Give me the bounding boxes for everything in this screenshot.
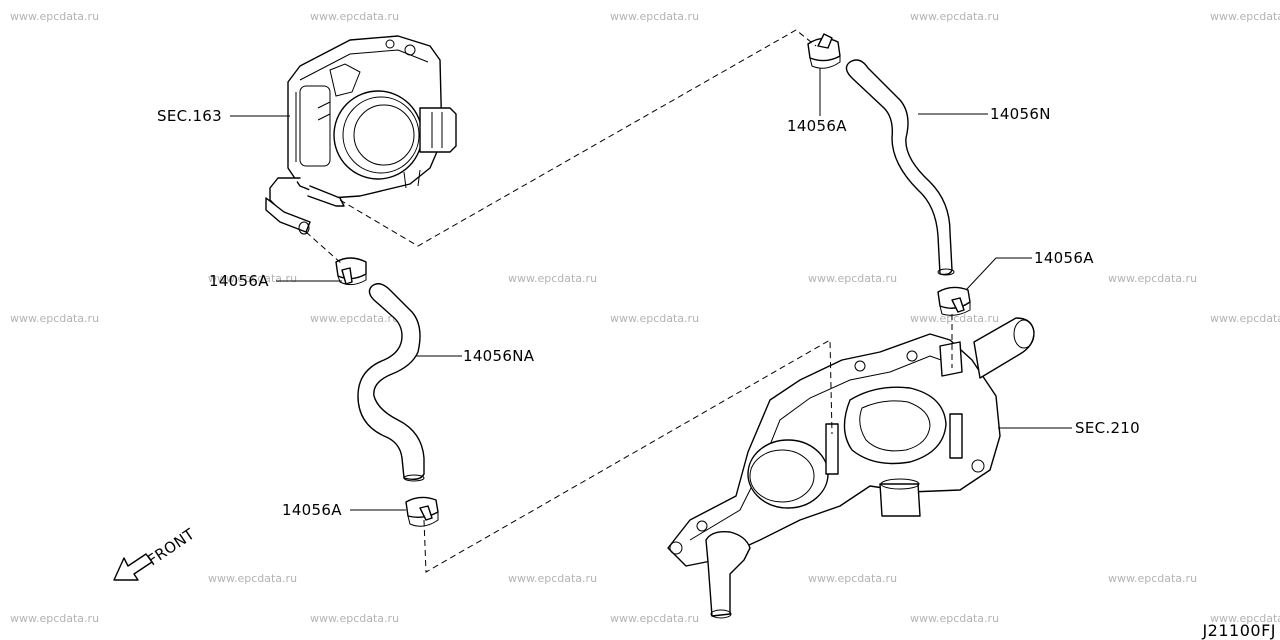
watermark-text: www.epcdata.ru [10, 612, 99, 625]
sec163-label: SEC.163 [157, 107, 222, 125]
watermark-text: www.epcdata.ru [610, 10, 699, 23]
throttle-body[interactable] [265, 35, 457, 235]
watermark-text: www.epcdata.ru [508, 272, 597, 285]
watermark-text: www.epcdata.ru [10, 10, 99, 23]
watermark-text: www.epcdata.ru [208, 272, 297, 285]
watermark-text: www.epcdata.ru [1210, 612, 1280, 625]
clip-right-leader [965, 257, 1032, 291]
water-hose-n[interactable] [845, 59, 953, 276]
water-hose-na[interactable] [357, 283, 425, 481]
hose-clamp-left[interactable] [335, 257, 367, 286]
watermark-text: www.epcdata.ru [208, 572, 297, 585]
watermark-text: www.epcdata.ru [1210, 312, 1280, 325]
clip-right-label: 14056A [1034, 249, 1094, 267]
watermark-text: www.epcdata.ru [808, 572, 897, 585]
watermark-text: www.epcdata.ru [310, 312, 399, 325]
watermark-text: www.epcdata.ru [808, 272, 897, 285]
watermark-text: www.epcdata.ru [910, 312, 999, 325]
hose-clamp-bottom[interactable] [405, 496, 439, 527]
watermark-text: www.epcdata.ru [1108, 272, 1197, 285]
watermark-text: www.epcdata.ru [310, 10, 399, 23]
front-direction-indicator: FRONT [113, 525, 198, 581]
watermark-text: www.epcdata.ru [508, 572, 597, 585]
watermark-text: www.epcdata.ru [610, 312, 699, 325]
water-outlet-housing[interactable] [667, 317, 1035, 619]
watermark-text: www.epcdata.ru [910, 10, 999, 23]
hose-clamp-right[interactable] [937, 286, 971, 316]
clip-left-label: 14056A [209, 272, 269, 290]
watermark-text: www.epcdata.ru [310, 612, 399, 625]
watermark-text: www.epcdata.ru [1210, 10, 1280, 23]
clip-top-right-label: 14056A [787, 117, 847, 135]
watermark-text: www.epcdata.ru [910, 612, 999, 625]
front-label: FRONT [144, 525, 198, 570]
clip-bottom-label: 14056A [282, 501, 342, 519]
hose-n-label: 14056N [990, 105, 1051, 123]
watermark-layer: www.epcdata.ru www.epcdata.ru www.epcdata.… [10, 10, 1280, 625]
connection-lines [305, 29, 953, 573]
diagram-code: J21100FJ [1201, 621, 1276, 640]
sec210-label: SEC.210 [1075, 419, 1140, 437]
watermark-text: www.epcdata.ru [610, 612, 699, 625]
hose-na-label: 14056NA [463, 347, 535, 365]
hose-clamp-top-right[interactable] [807, 33, 841, 69]
front-arrow-icon [113, 553, 153, 581]
watermark-text: www.epcdata.ru [1108, 572, 1197, 585]
watermark-text: www.epcdata.ru [10, 312, 99, 325]
